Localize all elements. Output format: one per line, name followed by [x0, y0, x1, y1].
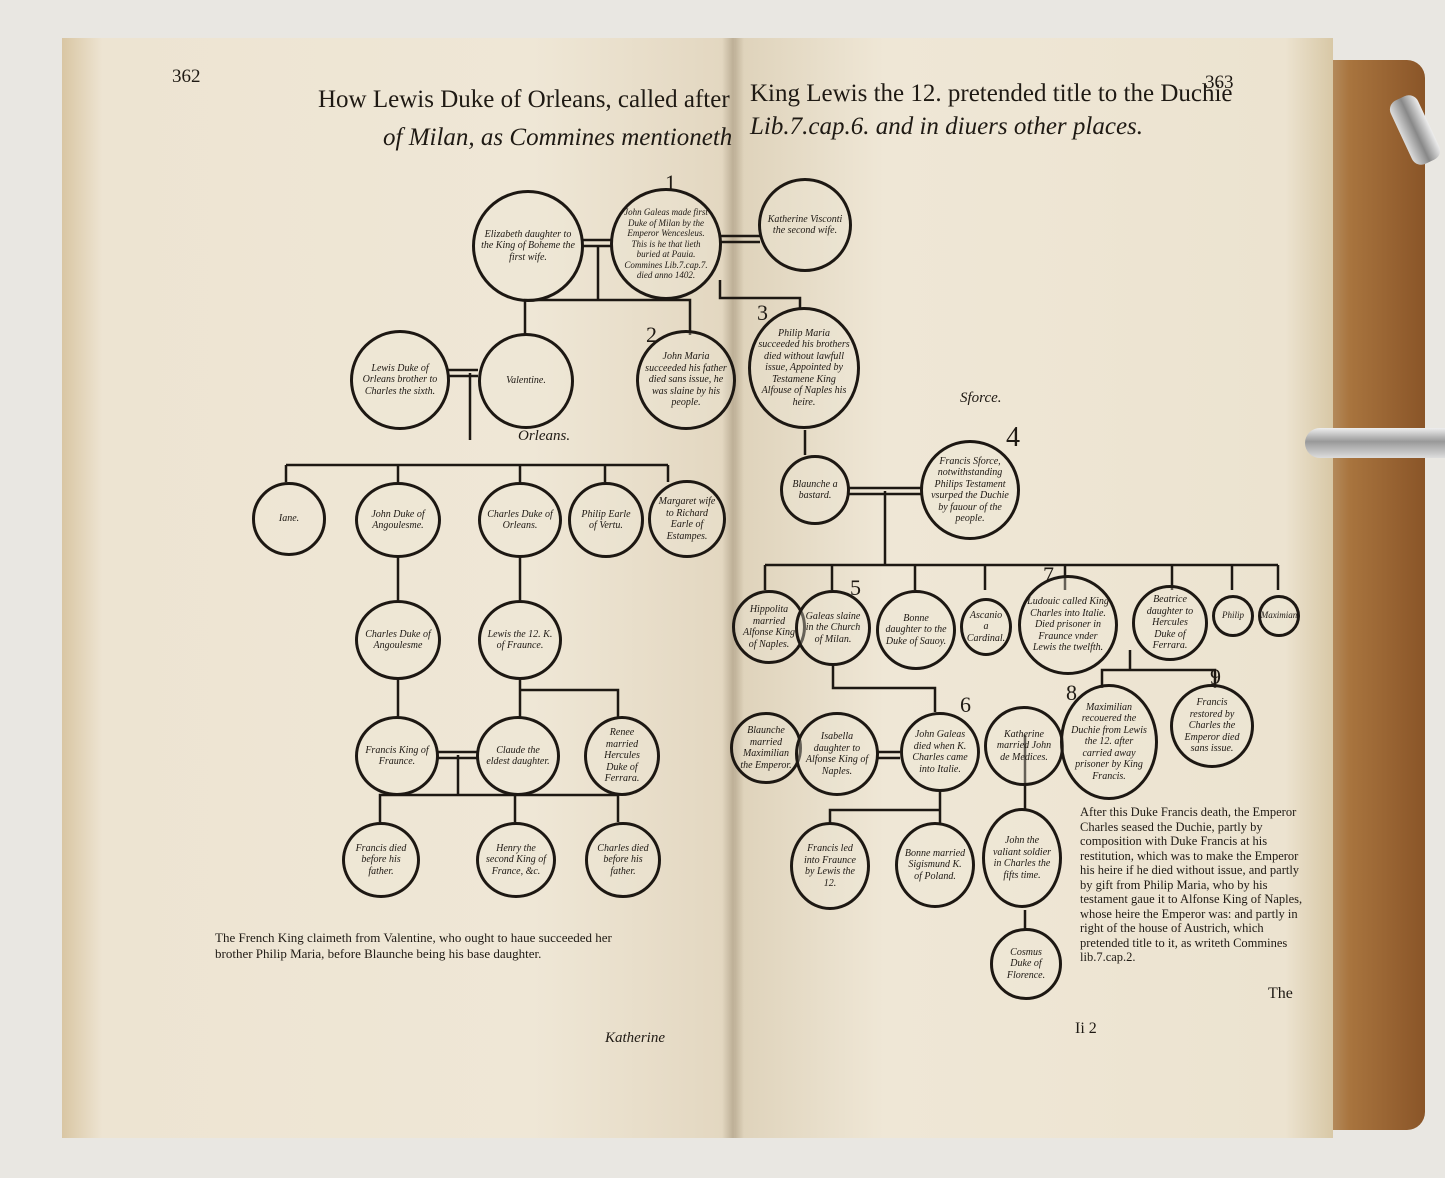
person-maximian: Maximian — [1258, 595, 1300, 637]
person-ascanio: Ascanio a Cardinal. — [960, 598, 1012, 656]
person-margaret: Margaret wife to Richard Earle of Estamp… — [648, 480, 726, 558]
generation-number-5: 5 — [850, 575, 861, 600]
generation-number-3: 3 — [757, 300, 768, 325]
person-blaunche-married: Blaunche married Maximilian the Emperor. — [730, 712, 802, 784]
generation-number-9: 9 — [1210, 664, 1221, 689]
person-katherine-medices: Katherine married John de Medices. — [984, 706, 1064, 786]
generation-number-6: 6 — [960, 692, 971, 717]
heading-left-line1: How Lewis Duke of Orleans, called after — [318, 86, 730, 113]
generation-number-4: 4 — [1006, 422, 1020, 453]
person-charles-angoulesme: Charles Duke of Angoulesme — [355, 600, 441, 680]
person-francis-king: Francis King of Fraunce. — [355, 716, 439, 796]
person-jane: Iane. — [252, 482, 326, 556]
person-henry: Henry the second King of France, &c. — [476, 822, 556, 898]
page-number-right: 363 — [1205, 72, 1234, 93]
person-john-valiant: John the valiant soldier in Charles the … — [982, 808, 1062, 908]
person-john-maria: John Maria succeeded his father died san… — [636, 330, 736, 430]
person-blaunche: Blaunche a bastard. — [780, 455, 850, 525]
heading-right-line1: King Lewis the 12. pretended title to th… — [750, 80, 1233, 107]
person-philip: Philip — [1212, 595, 1254, 637]
person-valentine: Valentine. — [478, 333, 574, 429]
person-francis-sforce: Francis Sforce, notwithstanding Philips … — [920, 440, 1020, 540]
generation-number-1: 1 — [665, 170, 676, 195]
page-number-left: 362 — [172, 66, 201, 87]
heading-right-line2: Lib.7.cap.6. and in diuers other places. — [750, 113, 1144, 140]
person-francis-died: Francis died before his father. — [342, 822, 420, 898]
person-beatrice: Beatrice daughter to Hercules Duke of Fe… — [1132, 585, 1208, 661]
person-john-galeas-2: John Galeas died when K. Charles came in… — [900, 712, 980, 792]
catchword-right: The — [1268, 985, 1293, 1002]
metal-pen-prop — [1305, 428, 1445, 458]
person-katherine-visconti: Katherine Visconti the second wife. — [758, 178, 852, 272]
person-philip-vertu: Philip Earle of Vertu. — [568, 482, 644, 558]
person-maximilian-sforce: Maximilian recouered the Duchie from Lew… — [1060, 684, 1158, 800]
person-lewis-12: Lewis the 12. K. of Fraunce. — [478, 600, 562, 680]
caption-french-claim: The French King claimeth from Valentine,… — [215, 930, 612, 961]
person-isabella: Isabella daughter to Alfonse King of Nap… — [795, 712, 879, 796]
generation-number-8: 8 — [1066, 680, 1077, 705]
house-label-sforce: Sforce. — [960, 390, 1002, 406]
generation-number-7: 7 — [1043, 562, 1054, 587]
person-cosmus: Cosmus Duke of Florence. — [990, 928, 1062, 1000]
person-renee: Renee married Hercules Duke of Ferrara. — [584, 716, 660, 796]
person-claude: Claude the eldest daughter. — [476, 716, 560, 796]
person-john-angoulesme: John Duke of Angoulesme. — [355, 482, 441, 558]
person-bonne-married: Bonne married Sigismund K. of Poland. — [895, 822, 975, 908]
person-john-galeas: John Galeas made first Duke of Milan by … — [610, 188, 722, 300]
signature-mark: Ii 2 — [1075, 1020, 1097, 1037]
person-galeas: Galeas slaine in the Church of Milan. — [795, 590, 871, 666]
person-charles-orleans: Charles Duke of Orleans. — [478, 482, 562, 558]
generation-number-2: 2 — [646, 322, 657, 347]
person-ludouic: Ludouic called King Charles into Italie.… — [1018, 575, 1118, 675]
note-emperor-charles: After this Duke Francis death, the Emper… — [1080, 805, 1303, 964]
book-gutter — [722, 38, 744, 1138]
person-francis-restored: Francis restored by Charles the Emperor … — [1170, 684, 1254, 768]
person-elizabeth: Elizabeth daughter to the King of Boheme… — [472, 190, 584, 302]
person-charles-died: Charles died before his father. — [585, 822, 661, 898]
person-bonne: Bonne daughter to the Duke of Sauoy. — [876, 590, 956, 670]
heading-left-line2: of Milan, as Commines mentioneth — [383, 124, 733, 151]
person-lewis-orleans: Lewis Duke of Orleans brother to Charles… — [350, 330, 450, 430]
catchword-left: Katherine — [605, 1030, 665, 1046]
person-philip-maria: Philip Maria succeeded his brothers died… — [748, 307, 860, 429]
house-label-orleans: Orleans. — [518, 428, 571, 444]
person-francis-led: Francis led into Fraunce by Lewis the 12… — [790, 822, 870, 910]
